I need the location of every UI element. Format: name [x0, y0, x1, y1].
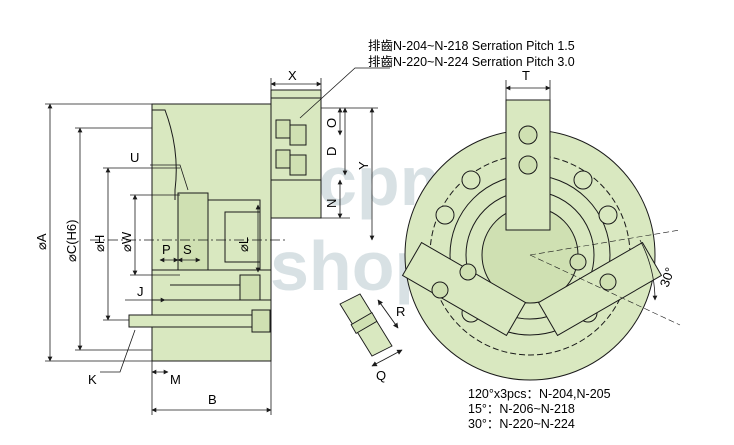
serration-detail — [339, 293, 403, 367]
leader-k — [100, 329, 136, 373]
angle-ref-2 — [529, 254, 681, 326]
body-curve — [152, 109, 177, 200]
jaw-left-bolt-2 — [459, 263, 477, 281]
jaw-slot-4 — [289, 154, 307, 176]
dim-r — [377, 299, 399, 329]
angle-note-3: 30°：N-220~N-224 — [468, 417, 575, 431]
label-w: ⌀W — [119, 231, 134, 252]
lower-pocket — [239, 274, 261, 301]
jaw-right-bolt-2 — [599, 273, 617, 291]
mount-hole-4 — [598, 205, 618, 225]
label-m: M — [170, 372, 181, 387]
label-o: O — [324, 118, 339, 128]
angle-arc — [639, 239, 658, 301]
mount-bolt — [128, 314, 260, 328]
jaw-slot-1 — [275, 119, 291, 139]
angle-ref-1 — [529, 229, 681, 256]
label-l: ⌀L — [236, 237, 251, 252]
label-h: ⌀H — [92, 235, 107, 252]
serration-notes: 排齒N-204~N-218 Serration Pitch 1.5 排齒N-22… — [368, 39, 575, 69]
serration-note-1: 排齒N-204~N-218 Serration Pitch 1.5 — [368, 39, 575, 53]
angle-notes: 120°x3pcs：N-204,N-205 15°：N-206~N-218 30… — [468, 387, 611, 431]
label-n: N — [324, 199, 339, 208]
side-labels: X U P S J K M B ⌀A ⌀C(H6) ⌀H ⌀W ⌀L O D N… — [34, 68, 371, 407]
label-r: R — [396, 304, 405, 319]
serration-prefix-2: 排齒 — [368, 55, 393, 69]
leader-u — [150, 164, 189, 191]
side-dimensions — [45, 67, 390, 415]
front-view — [401, 80, 681, 381]
label-p: P — [162, 242, 171, 257]
leader-serration — [299, 67, 390, 119]
mount-hole-3 — [573, 170, 593, 190]
serration-text-1: N-204~N-218 Serration Pitch 1.5 — [393, 39, 575, 53]
serration-text-2: N-220~N-224 Serration Pitch 3.0 — [393, 55, 575, 69]
label-s: S — [183, 242, 192, 257]
angle-note-2: 15°：N-206~N-218 — [468, 402, 575, 416]
dim-q — [371, 349, 403, 367]
label-q: Q — [376, 368, 386, 383]
wedge-cavity — [177, 192, 209, 274]
label-t: T — [522, 68, 530, 83]
label-y: Y — [356, 161, 371, 170]
jaw-slot-2 — [289, 124, 307, 146]
center-bore — [207, 199, 261, 273]
label-angle: 30° — [657, 265, 678, 289]
side-section-view — [90, 89, 322, 362]
jaw-top-bolt-1 — [518, 125, 538, 145]
angle-note-1: 120°x3pcs：N-204,N-205 — [468, 387, 611, 401]
jaw-right-bolt-1 — [569, 253, 587, 271]
label-k: K — [88, 372, 97, 387]
label-u: U — [130, 150, 139, 165]
serration-note-2: 排齒N-220~N-224 Serration Pitch 3.0 — [368, 55, 575, 69]
jaw-slot-3 — [275, 149, 291, 169]
jaw-top — [270, 89, 322, 99]
label-x: X — [288, 68, 297, 83]
label-c: ⌀C(H6) — [64, 220, 79, 263]
jaw-top-bolt-2 — [518, 155, 538, 175]
label-b: B — [208, 392, 217, 407]
bolt-head — [251, 309, 271, 333]
serration-prefix-1: 排齒 — [368, 39, 393, 53]
jaw-right-front — [537, 241, 663, 337]
jaw-left-bolt-1 — [431, 281, 449, 299]
label-a: ⌀A — [34, 233, 49, 250]
label-d: D — [324, 147, 339, 156]
label-j: J — [137, 284, 144, 299]
mount-hole-2 — [461, 170, 481, 190]
serration-tooth — [350, 312, 378, 334]
mount-hole-1 — [435, 205, 455, 225]
